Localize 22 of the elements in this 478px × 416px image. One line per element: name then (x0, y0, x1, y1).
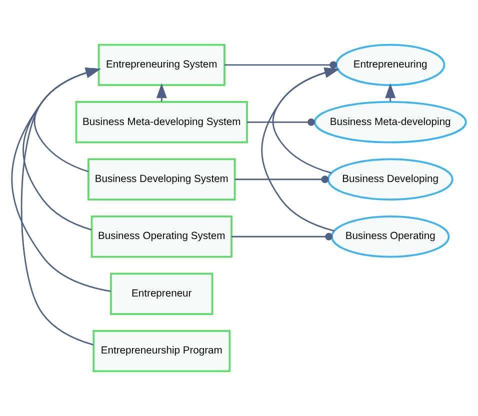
node-ellipse: Business Meta-developing (314, 101, 467, 144)
arrow (20, 68, 101, 346)
node-box: Business Developing System (88, 158, 236, 200)
arrow (156, 83, 167, 102)
arrow (11, 68, 111, 292)
connector (232, 232, 333, 240)
arrow (261, 68, 340, 232)
node-box: Business Meta-developing System (75, 101, 248, 144)
arrow (385, 83, 396, 102)
node-box: Entrepreneurship Program (92, 330, 231, 372)
node-ellipse: Business Operating (330, 216, 450, 258)
connector (234, 176, 329, 184)
node-box: Entrepreneur (110, 272, 214, 315)
connector (224, 61, 338, 69)
connector (247, 118, 315, 126)
arrow (272, 68, 340, 174)
arrow (22, 68, 101, 230)
node-box: Business Operating System (90, 216, 232, 258)
arrow (34, 68, 101, 172)
node-ellipse: Business Developing (327, 158, 454, 200)
node-box: Entrepreneuring System (98, 44, 226, 86)
node-ellipse: Entrepreneuring (335, 44, 446, 86)
